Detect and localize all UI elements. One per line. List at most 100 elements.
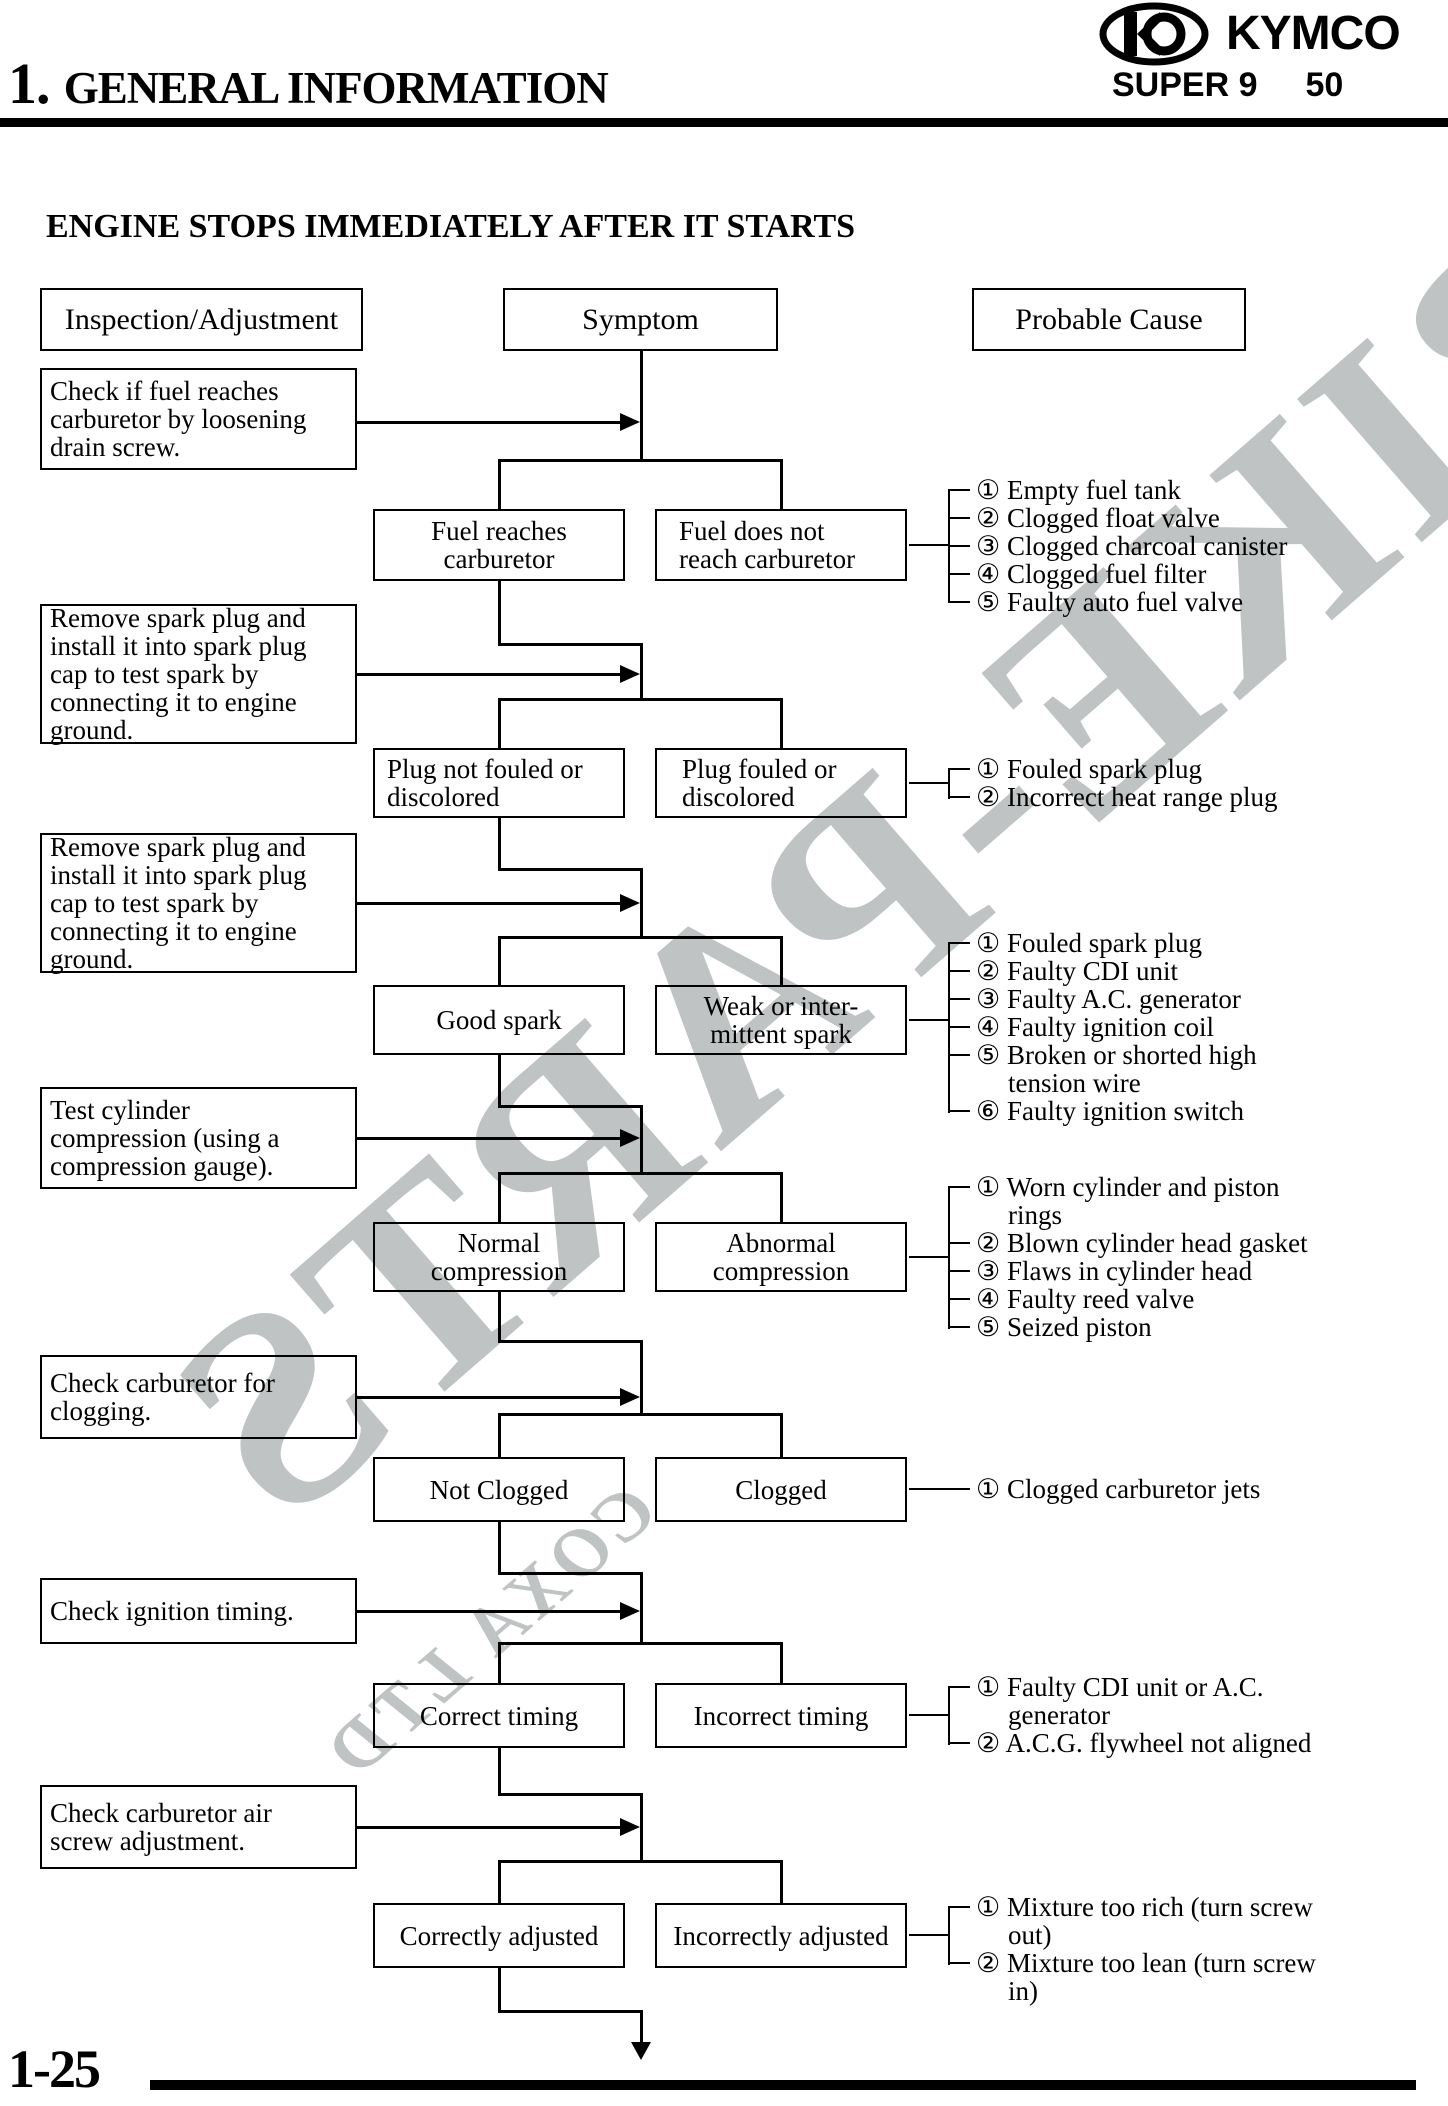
section-number: 1.	[8, 51, 50, 116]
cause-item: ④ Clogged fuel filter	[976, 559, 1207, 589]
arrow-shaft	[357, 421, 622, 424]
cause-item: ② Incorrect heat range plug	[976, 782, 1278, 812]
arrow-right-icon	[620, 1388, 640, 1406]
connector-line	[640, 350, 643, 461]
branch-line	[498, 936, 783, 939]
connector-line	[498, 1105, 642, 1108]
cause-item: ② Clogged float valve	[976, 503, 1220, 533]
cause-bracket	[948, 1907, 950, 1965]
cause-item: ① Clogged carburetor jets	[976, 1474, 1261, 1504]
kymco-logo-icon	[1099, 2, 1209, 66]
cause-tick	[948, 970, 970, 972]
connector-line	[498, 581, 501, 645]
inspection-box-compression: Test cylinder compression (using a compr…	[40, 1087, 357, 1189]
connector-line	[780, 936, 783, 985]
cause-item: ④ Faulty reed valve	[976, 1284, 1195, 1314]
symptom-box-abnormal-compression: Abnormal compression	[655, 1222, 907, 1292]
column-header-inspection: Inspection/Adjustment	[40, 288, 363, 351]
cause-connector	[909, 1256, 948, 1258]
cause-tick	[948, 1742, 970, 1744]
cause-tick	[948, 1906, 970, 1908]
connector-line	[498, 698, 501, 748]
connector-line	[640, 1105, 643, 1174]
branch-line	[498, 459, 783, 462]
cause-item-continuation: generator	[1008, 1700, 1110, 1730]
branch-line	[498, 1860, 783, 1863]
connector-line	[498, 1572, 642, 1575]
connector-line	[498, 1292, 501, 1343]
connector-line	[640, 2010, 643, 2044]
page-number: 1-25	[8, 2039, 101, 2099]
cause-tick	[948, 942, 970, 944]
cause-item-continuation: in)	[1008, 1976, 1038, 2006]
cause-tick	[948, 1026, 970, 1028]
header-rule	[0, 118, 1448, 127]
connector-line	[640, 1572, 643, 1644]
footer-rule	[150, 2080, 1416, 2090]
arrow-shaft	[357, 1137, 622, 1140]
connector-line	[498, 1860, 501, 1903]
cause-tick	[948, 1962, 970, 1964]
cause-bracket	[948, 769, 950, 799]
cause-tick	[948, 1054, 970, 1056]
connector-line	[780, 1642, 783, 1683]
connector-line	[498, 818, 501, 871]
cause-tick	[948, 489, 970, 491]
connector-line	[498, 1642, 501, 1683]
inspection-box-spark-test-2: Remove spark plug and install it into sp…	[40, 833, 357, 973]
column-header-symptom: Symptom	[503, 288, 778, 351]
cause-connector	[909, 1714, 948, 1716]
cause-item: ② Blown cylinder head gasket	[976, 1228, 1308, 1258]
inspection-box-fuel: Check if fuel reaches carburetor by loos…	[40, 368, 357, 470]
cause-item: ② A.C.G. flywheel not aligned	[976, 1728, 1312, 1758]
connector-line	[498, 1968, 501, 2013]
cause-item: ① Worn cylinder and piston	[976, 1172, 1280, 1202]
connector-line	[498, 1522, 501, 1575]
cause-item: ① Empty fuel tank	[976, 475, 1181, 505]
brand-name: KYMCO	[1226, 7, 1401, 60]
arrow-right-icon	[620, 665, 640, 683]
cause-item: ⑤ Broken or shorted high	[976, 1040, 1257, 1070]
connector-line	[498, 1055, 501, 1108]
branch-line	[498, 698, 783, 701]
connector-line	[498, 1172, 501, 1222]
cause-item: ③ Faulty A.C. generator	[976, 984, 1241, 1014]
symptom-box-incorrectly-adjusted: Incorrectly adjusted	[655, 1903, 907, 1968]
arrow-down-icon	[631, 2042, 651, 2060]
symptom-box-weak-spark: Weak or inter- mittent spark	[655, 985, 907, 1055]
cause-item: ③ Flaws in cylinder head	[976, 1256, 1253, 1286]
symptom-box-correctly-adjusted: Correctly adjusted	[373, 1903, 625, 1968]
inspection-box-carb-clogging: Check carburetor for clogging.	[40, 1355, 357, 1439]
symptom-box-fuel-not-reach: Fuel does not reach carburetor	[655, 509, 907, 581]
cause-tick	[948, 1326, 970, 1328]
cause-connector	[909, 1019, 948, 1021]
connector-line	[640, 643, 643, 700]
cause-connector	[909, 544, 948, 546]
connector-line	[498, 2010, 642, 2013]
connector-line	[780, 1413, 783, 1457]
cause-connector	[909, 782, 948, 784]
cause-tick	[948, 796, 970, 798]
connector-line	[498, 1413, 501, 1457]
cause-tick	[948, 1686, 970, 1688]
connector-line	[640, 1793, 643, 1862]
cause-tick	[948, 768, 970, 770]
cause-tick	[948, 1298, 970, 1300]
cause-item-continuation: out)	[1008, 1920, 1052, 1950]
cause-item-continuation: tension wire	[1008, 1068, 1141, 1098]
cause-item: ① Mixture too rich (turn screw	[976, 1892, 1313, 1922]
arrow-shaft	[357, 1826, 622, 1829]
cause-item: ② Faulty CDI unit	[976, 956, 1178, 986]
connector-line	[498, 459, 501, 509]
arrow-right-icon	[620, 1818, 640, 1836]
inspection-box-ignition-timing: Check ignition timing.	[40, 1578, 357, 1644]
arrow-right-icon	[620, 1129, 640, 1147]
page-title: 1. GENERAL INFORMATION	[8, 50, 609, 117]
cause-item: ① Faulty CDI unit or A.C.	[976, 1672, 1264, 1702]
connector-line	[780, 1172, 783, 1222]
connector-line	[498, 868, 642, 871]
connector-line	[498, 643, 642, 646]
connector-line	[498, 936, 501, 985]
cause-item-continuation: rings	[1008, 1200, 1062, 1230]
